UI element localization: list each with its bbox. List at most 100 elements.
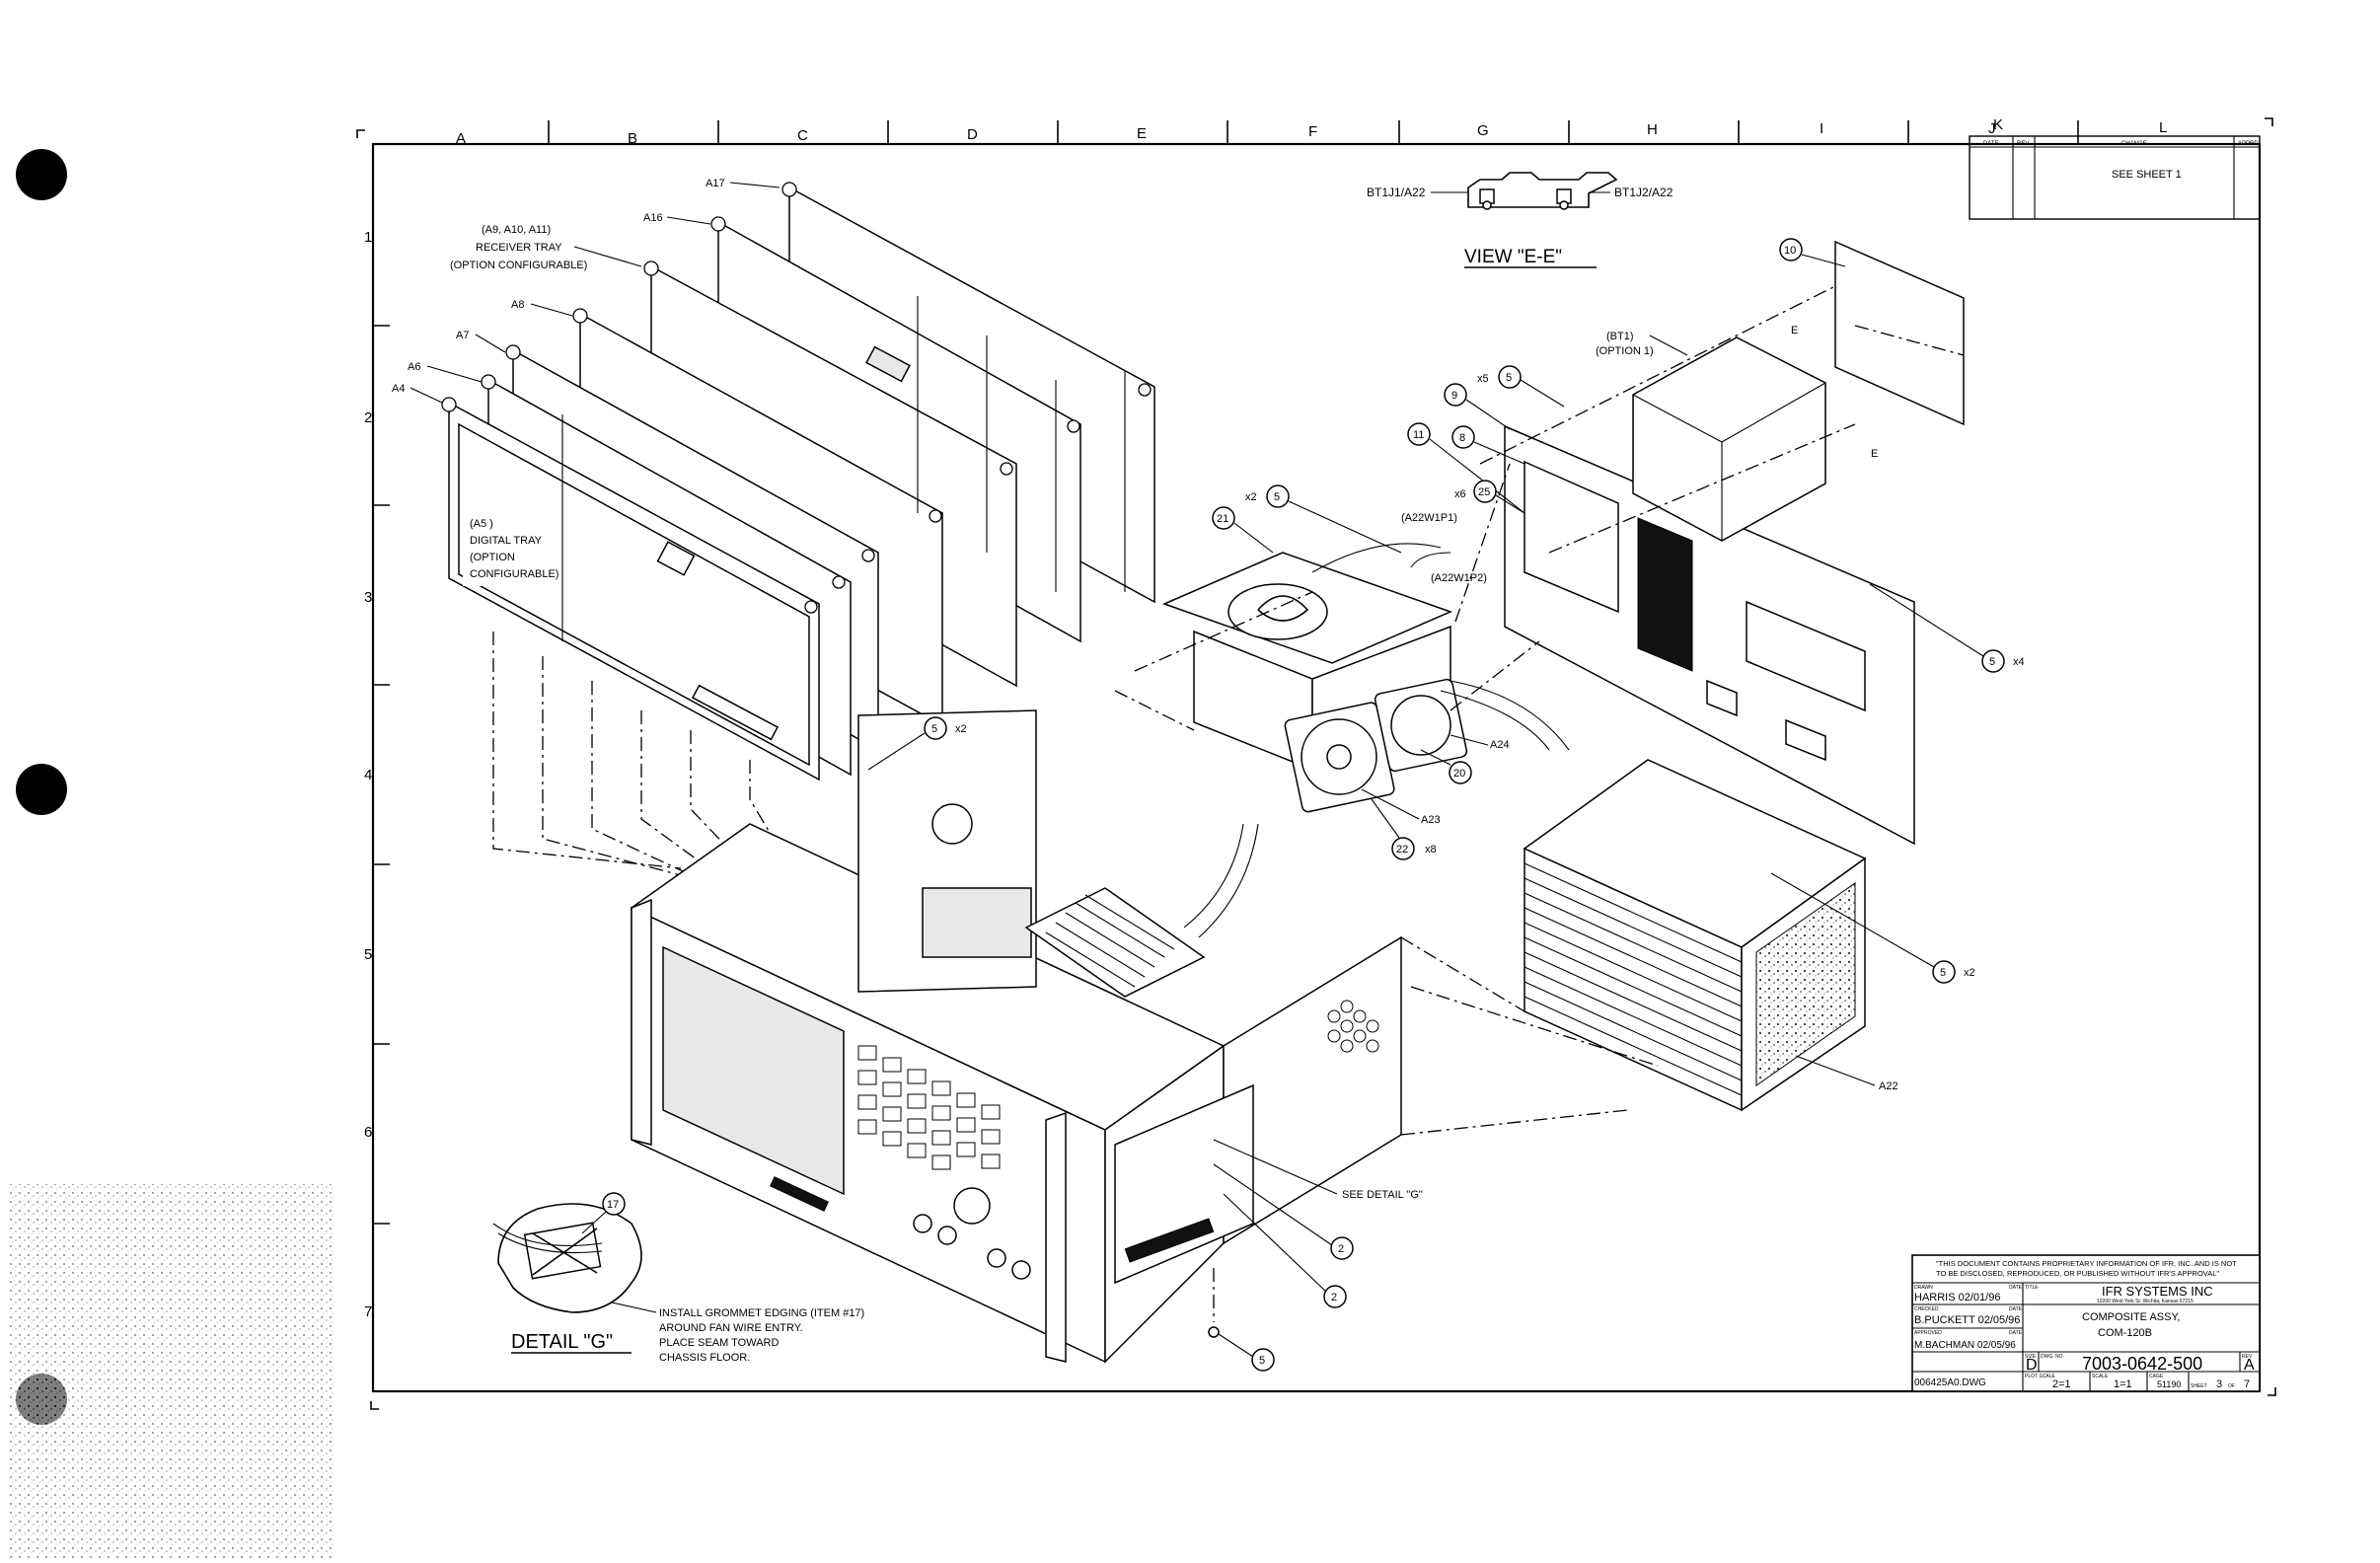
callout-5-bottom: 5	[1259, 1355, 1265, 1367]
label-approved: APPROVED	[1914, 1330, 1942, 1336]
zone-col-l: L	[2159, 119, 2167, 136]
callout-5-right: 5	[1989, 656, 1995, 668]
zone-col-g: G	[1477, 122, 1489, 139]
title-line-2: COM-120B	[2098, 1327, 2152, 1339]
label-drawn-date: DATE	[2009, 1285, 2023, 1291]
title-block: "THIS DOCUMENT CONTAINS PROPRIETARY INFO…	[1911, 1254, 2261, 1392]
label-size: SIZE	[2025, 1354, 2037, 1360]
label-title: TITLE	[2025, 1285, 2039, 1291]
size-value: D	[2026, 1357, 2038, 1374]
label-a8: A8	[511, 299, 524, 311]
rear-plate-assembly	[1114, 240, 1965, 846]
label-a7: A7	[456, 330, 469, 341]
zone-col-h: H	[1647, 121, 1658, 138]
label-plot-scale: PLOT SCALE	[2025, 1374, 2055, 1379]
zone-letters: A B C D E F G H I J K L 1 2 3 4 5 6 7	[364, 116, 2167, 1320]
detail-g-note-1: INSTALL GROMMET EDGING (ITEM #17)	[659, 1307, 864, 1319]
zone-row-3: 3	[364, 589, 372, 606]
sheet-number: 3	[2216, 1378, 2222, 1390]
corner-marks	[356, 117, 2276, 1410]
zone-row-7: 7	[364, 1303, 372, 1320]
rev-header-change: CHANGE	[2121, 141, 2147, 147]
drawn-by: HARRIS 02/01/96	[1914, 1292, 2000, 1303]
label-receiver-tray-1: (A9, A10, A11)	[482, 224, 551, 236]
component-box	[922, 887, 1032, 958]
detail-g-note-4: CHASSIS FLOOR.	[659, 1352, 750, 1364]
label-checked: CHECKED	[1914, 1306, 1939, 1312]
zone-col-k: K	[1993, 116, 2003, 133]
detail-g-note-3: PLACE SEAM TOWARD	[659, 1337, 779, 1349]
fan-assembly	[1161, 543, 1570, 938]
label-a16: A16	[643, 212, 663, 224]
callout-9: 9	[1451, 390, 1457, 402]
callout-10: 10	[1784, 245, 1796, 257]
label-dwg-no: DWG. NO.	[2041, 1354, 2064, 1360]
circuit-card-stack	[441, 182, 1155, 782]
sheet-total: 7	[2244, 1378, 2250, 1390]
callout-11: 11	[1413, 429, 1424, 441]
label-sheet: SHEET	[2191, 1383, 2207, 1389]
zone-row-1: 1	[364, 229, 372, 246]
detail-g-callout: 17	[607, 1199, 619, 1211]
zone-col-c: C	[797, 127, 808, 144]
callout-2-a: 2	[1338, 1243, 1344, 1255]
callout-5-top: 5	[1506, 372, 1512, 384]
proprietary-notice-2: TO BE DISCLOSED, REPRODUCED, OR PUBLISHE…	[1936, 1269, 2219, 1278]
label-rev: REV	[2242, 1354, 2253, 1360]
callout-bt1-1: (BT1)	[1606, 331, 1634, 342]
file-name: 006425A0.DWG	[1914, 1377, 1986, 1388]
detail-g-title: DETAIL "G"	[511, 1331, 613, 1353]
company-name: IFR SYSTEMS INC	[2102, 1284, 2213, 1299]
binder-hole-top	[16, 149, 67, 200]
callout-5-psu: 5	[1940, 967, 1946, 979]
scan-noise	[8, 1184, 334, 1559]
label-digital-tray-4: CONFIGURABLE)	[470, 568, 558, 580]
drawing-number: 7003-0642-500	[2082, 1354, 2202, 1374]
power-module-bay	[1114, 1083, 1254, 1285]
label-digital-tray-3: (OPTION	[470, 552, 515, 563]
company-address: 10200 West York St. Wichita, Kansas 6721…	[2097, 1299, 2194, 1304]
zone-row-4: 4	[364, 767, 372, 783]
callout-5-fan-qty: x2	[1245, 491, 1257, 503]
zone-ticks	[373, 120, 2079, 1225]
label-a24: A24	[1490, 739, 1510, 751]
card-labels: A17 A16 (A9, A10, A11) RECEIVER TRAY (OP…	[392, 178, 781, 586]
battery-bt1	[1632, 336, 1826, 542]
label-approved-date: DATE	[2009, 1330, 2023, 1336]
label-digital-tray-2: DIGITAL TRAY	[470, 535, 543, 547]
label-a17: A17	[706, 178, 725, 189]
label-receiver-tray-2: RECEIVER TRAY	[476, 242, 562, 254]
callout-bt1-2: (OPTION 1)	[1596, 345, 1654, 357]
title-line-1: COMPOSITE ASSY,	[2082, 1311, 2180, 1323]
view-ee-left-label: BT1J1/A22	[1367, 186, 1426, 199]
label-receiver-tray-3: (OPTION CONFIGURABLE)	[450, 260, 587, 271]
e-mark-top: E	[1791, 325, 1798, 336]
zone-col-b: B	[628, 130, 637, 147]
label-see-detail-g: SEE DETAIL "G"	[1342, 1189, 1423, 1201]
proprietary-notice-1: "THIS DOCUMENT CONTAINS PROPRIETARY INFO…	[1936, 1259, 2237, 1268]
label-checked-date: DATE	[2009, 1306, 2023, 1312]
view-ee-right-label: BT1J2/A22	[1614, 186, 1673, 199]
label-a22w1p2: (A22W1P2)	[1431, 572, 1487, 584]
callout-5-mid-qty: x2	[955, 723, 967, 735]
label-digital-tray-1: (A5 )	[470, 518, 493, 530]
callout-8: 8	[1459, 432, 1465, 444]
zone-col-e: E	[1137, 125, 1147, 142]
checked-by: B.PUCKETT 02/05/96	[1914, 1314, 2020, 1326]
callout-25-qty: x6	[1454, 488, 1466, 500]
label-a4: A4	[392, 383, 405, 395]
revision-block: DATE REV CHANGE APPRD SEE SHEET 1	[1969, 135, 2261, 220]
callout-5-psu-qty: x2	[1964, 967, 1975, 979]
drawing-border	[371, 142, 2262, 1393]
label-scale: SCALE	[2092, 1374, 2109, 1379]
zone-row-2: 2	[364, 409, 372, 426]
battery-cover-10	[1834, 240, 1965, 426]
zone-col-i: I	[1820, 120, 1823, 137]
callout-22-qty: x8	[1425, 844, 1437, 856]
label-a22w1p1: (A22W1P1)	[1401, 512, 1457, 524]
callouts: 10 (BT1) (OPTION 1) E E x5 5 9 8 11 x6 2…	[867, 238, 2025, 1372]
callout-2-b: 2	[1331, 1292, 1337, 1303]
main-chassis	[630, 709, 1402, 1364]
detail-g: 17 DETAIL "G" INSTALL GROMMET EDGING (IT…	[492, 1192, 864, 1364]
